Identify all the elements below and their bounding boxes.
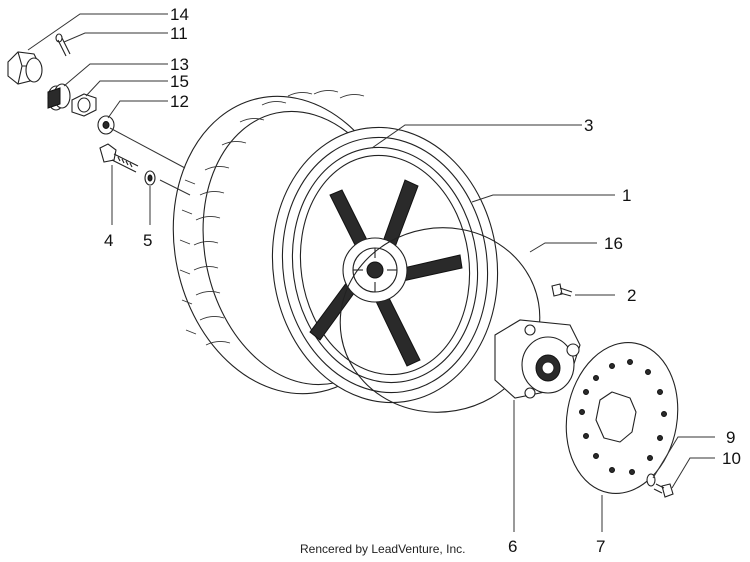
axle-bolt-part-4 [99, 143, 139, 173]
callout-11: 11 [170, 24, 188, 43]
callout-12: 12 [170, 92, 189, 111]
callout-6: 6 [508, 537, 517, 556]
spacer-part-13 [47, 83, 71, 111]
callout-13: 13 [170, 55, 189, 74]
cotter-pin-part-11 [55, 33, 71, 57]
callout-5: 5 [143, 231, 152, 250]
brake-disc-part-7 [565, 341, 679, 495]
leader-lines [27, 13, 715, 532]
wheel-rim-part-1 [271, 126, 499, 404]
brake-hub-part-6 [494, 319, 581, 399]
screw-part-2 [551, 283, 573, 297]
o-ring-part-16 [339, 227, 541, 413]
callout-3: 3 [584, 116, 593, 135]
callout-1: 1 [622, 186, 631, 205]
callout-labels: 14 11 13 15 12 3 1 16 2 4 5 9 10 6 7 [104, 5, 741, 556]
castle-nut-part-15 [71, 93, 97, 117]
callout-15: 15 [170, 72, 189, 91]
nut-part-14 [7, 51, 43, 85]
rim-spokes [309, 179, 463, 367]
washer-part-9 [646, 473, 656, 487]
washer-part-5 [144, 170, 156, 186]
callout-7: 7 [596, 537, 605, 556]
callout-16: 16 [604, 234, 623, 253]
callout-4: 4 [104, 231, 113, 250]
callout-10: 10 [722, 449, 741, 468]
callout-9: 9 [726, 428, 735, 447]
callout-2: 2 [627, 286, 636, 305]
washer-part-12 [97, 115, 115, 135]
callout-14: 14 [170, 5, 189, 24]
bolt-part-10 [653, 483, 674, 498]
credit-text: Rencered by LeadVenture, Inc. [300, 542, 465, 556]
